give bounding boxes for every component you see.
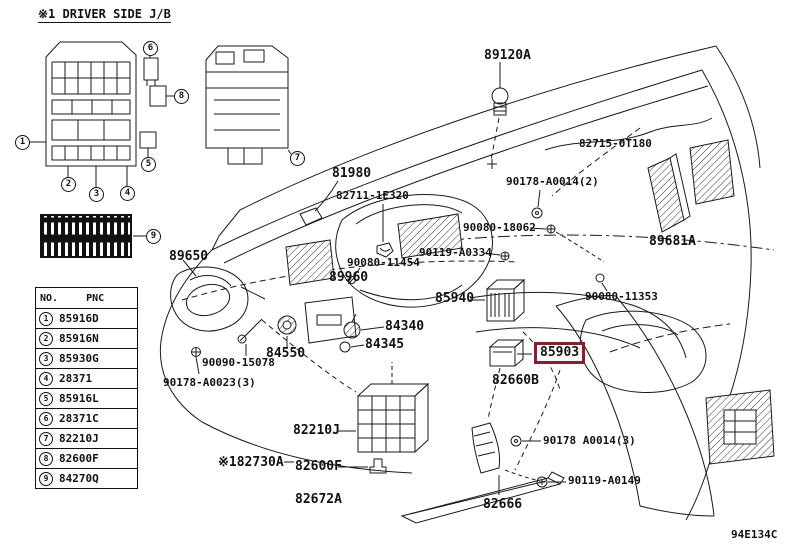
part-label-90119-A0149: 90119-A0149 [568, 474, 641, 487]
legend-row-pnc: 82600F [59, 452, 99, 465]
legend-row: 5 85916L [36, 388, 137, 408]
legend-row-pnc: 85916N [59, 332, 99, 345]
dashboard-outline-art [159, 45, 775, 521]
legend-row-number: 1 [39, 311, 53, 326]
legend-row: 7 82210J [36, 428, 137, 448]
callout-7: 7 [290, 151, 305, 166]
part-label-82672A: 82672A [295, 492, 342, 507]
pedal-bracket-art [471, 422, 537, 495]
part-label-90178-A0023-3: 90178-A0023(3) [163, 376, 256, 389]
part-label-85940: 85940 [435, 291, 475, 306]
part-label-84340: 84340 [385, 319, 425, 334]
diagram-code: 94E134C [731, 528, 778, 541]
callout-6: 6 [143, 41, 158, 56]
part-label-82711-1E320: 82711-1E320 [336, 189, 409, 202]
legend-row-number: 6 [39, 411, 53, 426]
glove-box-art [469, 291, 687, 359]
legend-row-pnc: 85916D [59, 312, 99, 325]
upper-leader-art [299, 180, 394, 258]
steering-column-art [170, 259, 266, 332]
callout-9: 9 [146, 229, 161, 244]
legend-row: 2 85916N [36, 328, 137, 348]
legend-row-pnc: 84270Q [59, 472, 99, 485]
part-label-82660B: 82660B [492, 373, 539, 388]
legend-row: 1 85916D [36, 308, 137, 328]
lower-panel-art [304, 296, 357, 344]
legend-row-pnc: 85916L [59, 392, 99, 405]
bulb-art [487, 62, 509, 169]
part-label-82210J: 82210J [293, 423, 340, 438]
legend-row-number: 9 [39, 471, 53, 486]
part-label-90080-18062: 90080-18062 [463, 221, 536, 234]
part-label-82666: 82666 [483, 497, 523, 512]
part-label-84345: 84345 [365, 337, 405, 352]
clip-art [284, 458, 387, 474]
legend-col-pnc: PNC [86, 292, 105, 304]
callout-4: 4 [120, 186, 135, 201]
legend-row-pnc: 28371 [59, 372, 93, 385]
vent-art [285, 139, 775, 465]
part-label-90178-A0014-3: 90178 A0014(3) [543, 434, 636, 447]
legend-row-number: 8 [39, 451, 53, 466]
legend-table: NO. PNC 1 85916D 2 85916N 3 85930G 4 28371 5… [35, 287, 138, 489]
legend-row: 9 84270Q [36, 468, 137, 488]
part-label-90178-A0014-2: 90178-A0014(2) [506, 175, 599, 188]
part-label-90080-11454: 90080-11454 [347, 256, 420, 269]
part-label-84550: 84550 [266, 346, 306, 361]
callout-2: 2 [61, 177, 76, 192]
legend-row: 3 85930G [36, 348, 137, 368]
legend-row-number: 4 [39, 371, 53, 386]
legend-row-number: 3 [39, 351, 53, 366]
legend-row-number: 7 [39, 431, 53, 446]
key-cylinder-art [277, 315, 297, 348]
part-label-81980: 81980 [332, 166, 372, 181]
legend-row: 8 82600F [36, 448, 137, 468]
part-label-82730A: ※182730A [218, 455, 284, 470]
legend-row-pnc: 28371C [59, 412, 99, 425]
highlighted-part-85903[interactable]: 85903 [534, 342, 586, 364]
callout-8: 8 [174, 89, 189, 104]
legend-row: 4 28371 [36, 368, 137, 388]
connector-art [40, 214, 146, 258]
part-label-89120A: 89120A [484, 48, 531, 63]
fastener-art [191, 189, 608, 488]
part-label-90119-A0334: 90119-A0334 [419, 246, 492, 259]
part-label-82600F: 82600F [295, 459, 342, 474]
legend-row-pnc: 85930G [59, 352, 99, 365]
driver-side-jb-note: ※1 DRIVER SIDE J/B [38, 7, 171, 23]
legend-row-number: 5 [39, 391, 53, 406]
legend-row: 6 28371C [36, 408, 137, 428]
part-label-82715-0T180: 82715-0T180 [579, 137, 652, 150]
legend-row-number: 2 [39, 331, 53, 346]
legend-header: NO. PNC [36, 288, 137, 308]
callout-5: 5 [141, 157, 156, 172]
part-label-89960: 89960 [329, 270, 369, 285]
part-label-90090-15078: 90090-15078 [202, 356, 275, 369]
passenger-junction-block-art [205, 45, 292, 165]
console-art [522, 295, 715, 517]
legend-col-no: NO. [40, 292, 59, 304]
part-label-89681A: 89681A [649, 234, 696, 249]
cluster-hood-art [335, 194, 493, 308]
fuse-box-art [337, 362, 430, 453]
part-label-89650: 89650 [169, 249, 209, 264]
part-label-90080-11353: 90080-11353 [585, 290, 658, 303]
ecu-art [468, 278, 526, 322]
callout-1: 1 [15, 135, 30, 150]
relay-art [487, 323, 731, 471]
callout-3: 3 [89, 187, 104, 202]
legend-row-pnc: 82210J [59, 432, 99, 445]
side-panel-art [647, 153, 691, 233]
